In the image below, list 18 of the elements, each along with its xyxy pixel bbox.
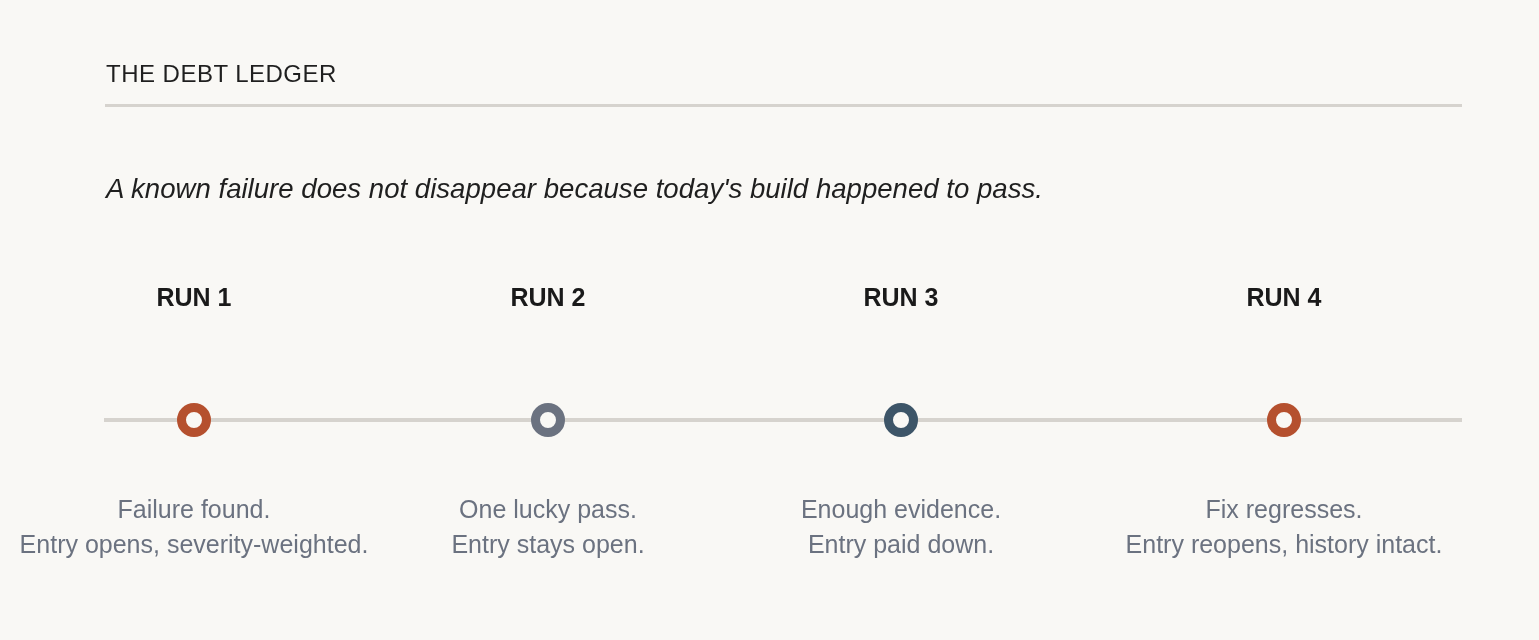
subtitle-text: A known failure does not disappear because today's build happened to pass.	[106, 173, 1043, 205]
ring-marker-icon	[531, 403, 565, 437]
ring-marker-icon	[884, 403, 918, 437]
description-text: Fix regresses.	[1205, 494, 1363, 524]
run-label: RUN 1	[156, 283, 232, 311]
run-label: RUN 4	[1246, 283, 1322, 311]
description-text: Entry stays open.	[451, 529, 645, 559]
description-text: Failure found.	[117, 494, 271, 524]
description-text: Entry opens, severity-weighted.	[19, 529, 369, 559]
description-text: Entry paid down.	[807, 529, 995, 559]
description-text: One lucky pass.	[459, 494, 637, 524]
run-label: RUN 2	[510, 283, 586, 311]
ring-marker-icon	[1267, 403, 1301, 437]
ring-marker-icon	[177, 403, 211, 437]
title-text: THE DEBT LEDGER	[106, 60, 337, 88]
description-text: Entry reopens, history intact.	[1125, 529, 1443, 559]
run-label: RUN 3	[863, 283, 939, 311]
description-text: Enough evidence.	[800, 494, 1002, 524]
